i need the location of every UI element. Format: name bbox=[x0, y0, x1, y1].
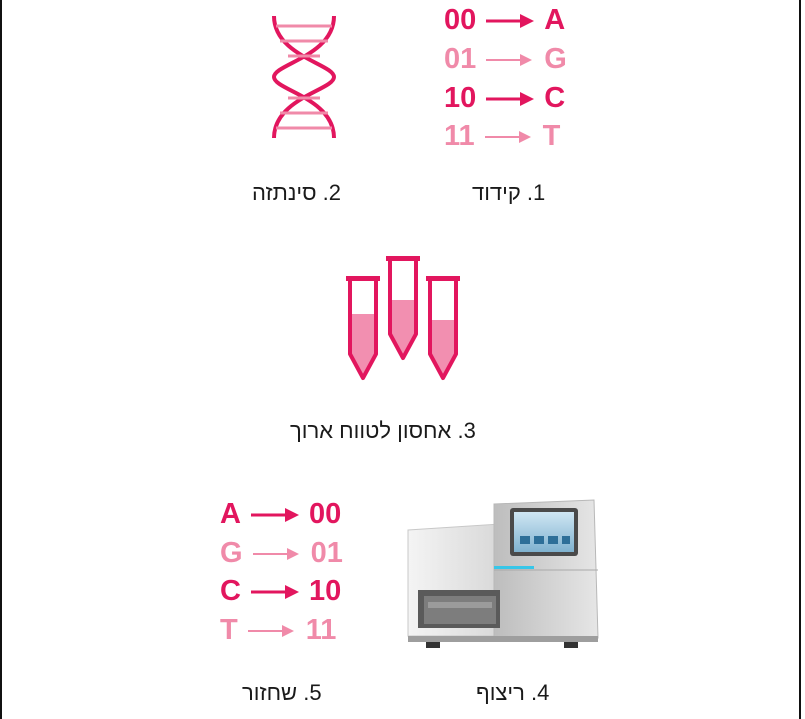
right-arrow-icon bbox=[486, 82, 535, 115]
right-arrow-icon bbox=[250, 498, 299, 531]
bits-label: 00 bbox=[308, 498, 342, 530]
test-tubes-icon bbox=[346, 256, 460, 380]
encoding-row: 01 G bbox=[444, 43, 567, 76]
step-caption-encoding: 1. קידוד bbox=[472, 180, 546, 205]
bits-label: 10 bbox=[444, 82, 477, 114]
bits-label: 10 bbox=[308, 575, 342, 607]
bits-label: 11 bbox=[305, 614, 337, 646]
dna-double-helix-icon bbox=[271, 16, 337, 138]
step-caption-sequencing: 4. ריצוף bbox=[476, 680, 550, 705]
test-tube-left bbox=[346, 276, 380, 380]
test-tube-middle bbox=[386, 256, 420, 360]
decoding-row: C 10 bbox=[220, 575, 341, 608]
bits-label: 01 bbox=[310, 537, 343, 569]
right-arrow-icon bbox=[486, 43, 534, 76]
encoding-row: 11 T bbox=[444, 120, 560, 153]
right-arrow-icon bbox=[250, 575, 299, 608]
bits-label: 00 bbox=[444, 4, 477, 36]
decoding-row: T 11 bbox=[220, 614, 336, 647]
encoding-row: 00 A bbox=[444, 4, 565, 37]
right-arrow-icon bbox=[484, 120, 533, 153]
step-caption-synthesis: 2. סינתזה bbox=[252, 180, 341, 205]
base-label: C bbox=[544, 82, 566, 114]
right-arrow-icon bbox=[252, 537, 301, 570]
base-label: T bbox=[220, 614, 238, 646]
decoding-row: A 00 bbox=[220, 498, 341, 531]
bits-label: 01 bbox=[444, 43, 477, 75]
base-label: T bbox=[542, 120, 561, 152]
base-label: C bbox=[220, 575, 241, 607]
right-arrow-icon bbox=[247, 614, 296, 647]
bits-label: 11 bbox=[444, 120, 475, 152]
step-caption-storage: 3. אחסון לטווח ארוך bbox=[290, 418, 476, 443]
right-arrow-icon bbox=[486, 4, 535, 37]
decoding-row: G 01 bbox=[220, 537, 343, 570]
base-label: G bbox=[544, 43, 567, 75]
step-caption-retrieval: 5. שחזור bbox=[242, 680, 322, 705]
sequencing-machine-icon bbox=[407, 499, 599, 648]
base-label: G bbox=[220, 537, 243, 569]
encoding-row: 10 C bbox=[444, 82, 565, 115]
test-tube-right bbox=[426, 276, 460, 380]
base-label: A bbox=[544, 4, 566, 36]
base-label: A bbox=[220, 498, 241, 530]
